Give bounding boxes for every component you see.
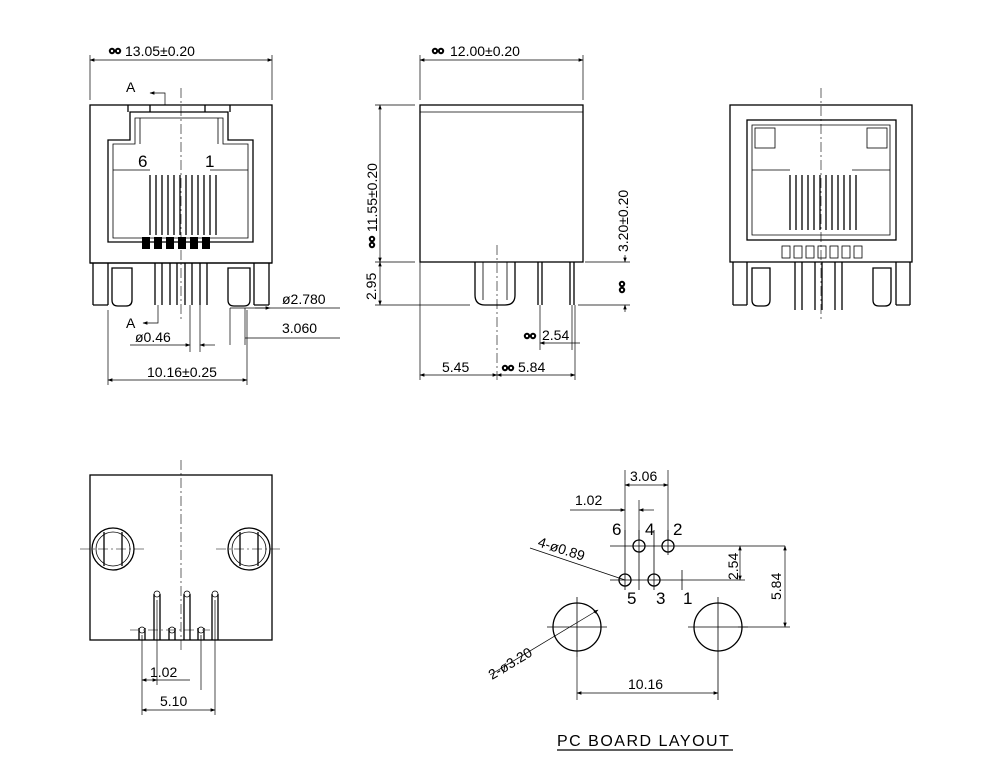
side-height-dim: 11.55±0.20 xyxy=(364,163,380,232)
pcb-pin-label-4: 4 xyxy=(645,520,654,539)
bottom-view: 1.02 5.10 xyxy=(80,460,282,715)
bottom-pitch-dim: 1.02 xyxy=(150,664,177,680)
pcb-pitch: 1.02 xyxy=(575,492,602,508)
pcb-total-offset: 5.84 xyxy=(768,573,784,600)
pcb-pin-label-6: 6 xyxy=(612,520,621,539)
section-mark-a-bottom: A xyxy=(126,315,136,331)
post-spacing-dim: 3.060 xyxy=(282,320,317,336)
pcb-pin-label-5: 5 xyxy=(627,589,636,608)
post-dia-dim: ø2.780 xyxy=(282,291,326,307)
front-view: 6 1 A A 13.05±0.20 ø2.780 3.060 ø0.46 10… xyxy=(89,43,340,385)
front-width-dim: 13.05±0.20 xyxy=(125,43,195,59)
side-pin-row-dim: 2.54 xyxy=(542,327,569,343)
rear-contact-bases xyxy=(781,245,863,259)
post-pitch-dim: 10.16±0.25 xyxy=(147,364,217,380)
pcb-post-spacing: 10.16 xyxy=(628,676,663,692)
pcb-row-offset: 2.54 xyxy=(725,553,741,580)
front-contact-bases xyxy=(142,237,210,249)
side-pin-offset-dim: 3.20±0.20 xyxy=(615,190,631,252)
side-depth-dim: 12.00±0.20 xyxy=(450,43,520,59)
pcb-hole-note: 4-ø0.89 xyxy=(536,534,587,564)
pin-label-6: 6 xyxy=(138,152,147,171)
pcb-pin-label-3: 3 xyxy=(656,589,665,608)
side-left-offset: 5.45 xyxy=(442,359,469,375)
pcb-post-hole-note: 2-ø3.20 xyxy=(485,644,535,683)
side-standoff-dim: 2.95 xyxy=(363,273,379,300)
pcb-pin-label-2: 2 xyxy=(673,520,682,539)
pcb-spacing-top: 3.06 xyxy=(630,468,657,484)
pcb-pin-label-1: 1 xyxy=(683,589,692,608)
side-view: 12.00±0.20 11.55±0.20 2.95 3.20±0.20 2.5… xyxy=(363,43,631,380)
pcb-layout-title: PC BOARD LAYOUT xyxy=(557,733,730,750)
front-contacts xyxy=(149,175,217,235)
section-mark-a-top: A xyxy=(126,79,136,95)
pin-dia-dim: ø0.46 xyxy=(135,329,171,345)
rear-view xyxy=(729,88,913,320)
pcb-layout: 6 4 2 5 3 1 3.06 1.02 4-ø0.89 2.54 5.84 … xyxy=(485,468,790,751)
bottom-span-dim: 5.10 xyxy=(160,693,187,709)
pin-label-1: 1 xyxy=(205,152,214,171)
side-right-offset: 5.84 xyxy=(518,359,545,375)
